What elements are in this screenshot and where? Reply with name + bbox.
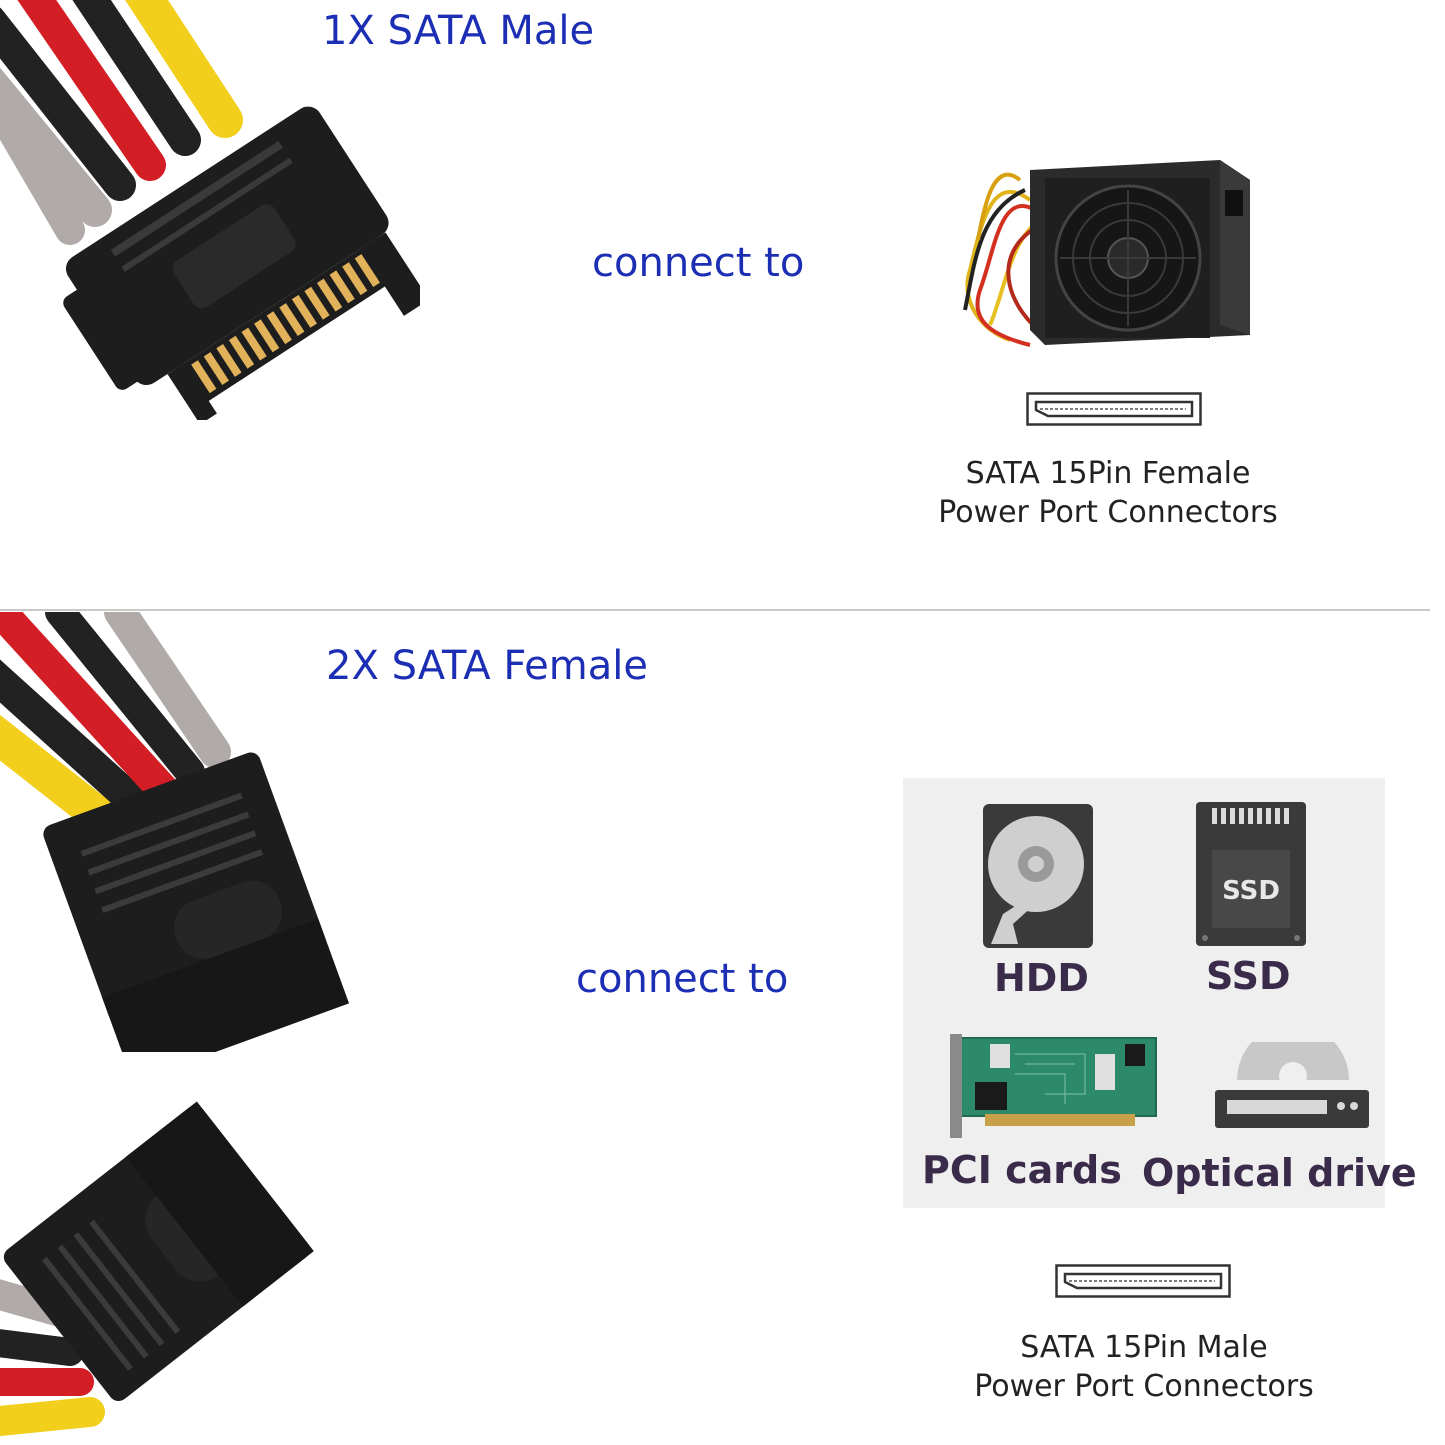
optical-drive-icon xyxy=(1215,1042,1369,1128)
section-2-caption-line-1: SATA 15Pin Male xyxy=(1020,1330,1268,1365)
power-supply-icon xyxy=(963,160,1250,347)
device-panel: HDD SSD SSD xyxy=(903,778,1417,1208)
section-1-caption: SATA 15Pin Female Power Port Connectors xyxy=(908,454,1308,532)
sata-port-icon-2 xyxy=(1055,1264,1231,1298)
sata-port-icon xyxy=(1026,392,1202,426)
hdd-label: HDD xyxy=(994,956,1089,1000)
section-1-connect-text: connect to xyxy=(592,240,805,286)
hdd-icon xyxy=(983,804,1093,948)
section-1-title: 1X SATA Male xyxy=(322,8,595,54)
section-2-caption: SATA 15Pin Male Power Port Connectors xyxy=(944,1328,1344,1406)
section-2: 2X SATA Female connect to HDD SSD xyxy=(0,612,1445,1445)
section-2-title: 2X SATA Female xyxy=(326,643,648,689)
ssd-label: SSD xyxy=(1206,954,1291,998)
sata-female-connector-2-icon xyxy=(0,1101,314,1437)
section-2-caption-line-2: Power Port Connectors xyxy=(974,1369,1314,1404)
section-1-caption-line-2: Power Port Connectors xyxy=(938,495,1278,530)
optical-label: Optical drive xyxy=(1142,1151,1417,1195)
ssd-badge-text: SSD xyxy=(1222,876,1280,906)
section-1: 1X SATA Male connect to SATA 15Pin Femal… xyxy=(0,0,1445,608)
pci-label: PCI cards xyxy=(922,1148,1122,1192)
ssd-icon: SSD xyxy=(1196,802,1306,946)
sata-female-connector-icon xyxy=(0,612,350,1052)
pci-card-icon xyxy=(950,1034,1157,1138)
section-1-caption-line-1: SATA 15Pin Female xyxy=(965,456,1251,491)
sata-male-connector-icon xyxy=(0,0,420,420)
section-2-connect-text: connect to xyxy=(576,956,789,1002)
section-divider xyxy=(0,609,1430,611)
